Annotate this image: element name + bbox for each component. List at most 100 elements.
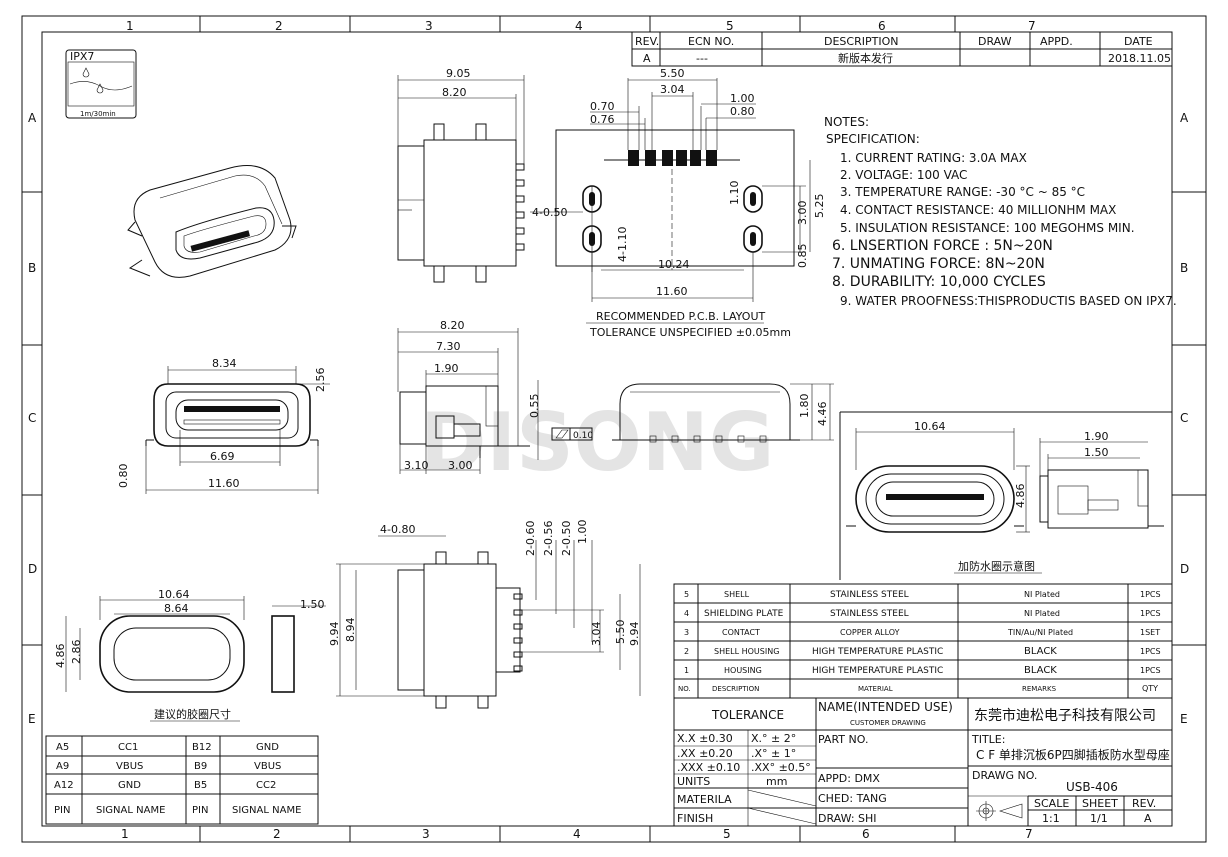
gasket-dim-2-86: 2.86	[70, 640, 83, 665]
units-value: mm	[766, 775, 787, 788]
front-view: 8.34 2.56 6.69 0.80 11.60	[117, 357, 330, 494]
bottom-dim-4-0-80: 4-0.80	[380, 523, 415, 536]
date-header: DATE	[1124, 35, 1153, 48]
seal-caption: 加防水圈示意图	[958, 559, 1035, 573]
dim-3-00: 3.00	[796, 201, 809, 226]
col-label: 7	[1028, 19, 1036, 33]
note-item: 8. DURABILITY: 10,000 CYCLES	[832, 274, 1046, 290]
tolerance-cell: .XX° ±0.5°	[751, 761, 811, 774]
rev-header: REV.	[635, 35, 659, 48]
dim-6-69: 6.69	[210, 450, 235, 463]
dim-1-80: 1.80	[798, 394, 811, 419]
bom-header: QTY	[1142, 684, 1158, 693]
bom-cell: HIGH TEMPERATURE PLASTIC	[812, 666, 943, 676]
pin-cell: GND	[118, 780, 141, 791]
pin-cell: A12	[54, 780, 74, 791]
frame-labels: 1 2 3 4 5 6 7 1 2 3 4 5 6 7 A B C D E A …	[28, 19, 1189, 841]
dim-5-50: 5.50	[660, 67, 685, 80]
pin-cell: VBUS	[116, 761, 143, 772]
col-label: 2	[273, 827, 281, 841]
rev-value: A	[1144, 812, 1152, 825]
dim-0-80: 0.80	[730, 105, 755, 118]
note-item: 6. LNSERTION FORCE : 5N~20N	[832, 238, 1053, 254]
bom-cell: TIN/Au/NI Plated	[1007, 628, 1073, 637]
gasket-caption: 建议的胶圈尺寸	[154, 707, 231, 721]
flatness-icon	[555, 429, 569, 439]
sheet-label: SHEET	[1082, 797, 1118, 810]
seal-dim-1-50: 1.50	[1084, 446, 1109, 459]
bom-cell: HIGH TEMPERATURE PLASTIC	[812, 647, 943, 657]
dim-4-46: 4.46	[816, 402, 829, 427]
part-no-label: PART NO.	[818, 733, 868, 746]
name-label: NAME(INTENDED USE)	[818, 700, 953, 714]
pin-cell: B12	[192, 742, 212, 753]
seal-view: 10.64 4.86 1.90 1.50 加防水圈示意图	[839, 411, 1172, 580]
bottom-dim-2-0-56: 2-0.56	[542, 521, 555, 556]
pcb-caption: RECOMMENDED P.C.B. LAYOUT	[596, 310, 765, 323]
bom-table: 5 SHELL STAINLESS STEEL NI Plated 1PCS 4…	[673, 583, 1173, 699]
dim-0-76: 0.76	[590, 113, 615, 126]
dim-0-70: 0.70	[590, 100, 615, 113]
col-label: 7	[1025, 827, 1033, 841]
note-item: 3. TEMPERATURE RANGE: -30 °C ~ 85 °C	[840, 185, 1085, 199]
bom-cell: 1SET	[1140, 628, 1160, 637]
col-label: 5	[723, 827, 731, 841]
col-label: 4	[573, 827, 581, 841]
customer-drawing: CUSTOMER DRAWING	[850, 719, 926, 727]
bottom-dim-2-0-50: 2-0.50	[560, 521, 573, 556]
draw-field: DRAW: SHI	[818, 812, 877, 825]
bom-header: NO.	[678, 685, 691, 693]
pin-cell: B9	[194, 761, 207, 772]
notes: NOTES: SPECIFICATION: 1. CURRENT RATING:…	[824, 115, 1177, 308]
bom-cell: STAINLESS STEEL	[830, 609, 909, 619]
dim-9-05: 9.05	[446, 67, 471, 80]
bottom-view: 4-0.80 2-0.60 2-0.56 2-0.50 1.00 9.94 8.…	[328, 520, 641, 709]
bom-header: DESCRIPTION	[712, 685, 759, 693]
pin-cell: PIN	[192, 805, 208, 816]
notes-spec: SPECIFICATION:	[826, 132, 920, 146]
bom-cell: BLACK	[1024, 665, 1057, 676]
bottom-dim-5-50: 5.50	[614, 620, 627, 645]
water-drop-icon	[96, 83, 104, 94]
dim-2-56: 2.56	[314, 368, 327, 393]
dim-1-90: 1.90	[434, 362, 459, 375]
gasket-dim-1-50: 1.50	[300, 598, 325, 611]
pcb-tolerance: TOLERANCE UNSPECIFIED ±0.05mm	[589, 326, 791, 339]
row-label: E	[28, 712, 36, 726]
dim-3-04: 3.04	[660, 83, 685, 96]
note-item: 2. VOLTAGE: 100 VAC	[840, 168, 967, 182]
bom-cell: HOUSING	[724, 666, 762, 675]
ched-field: CHED: TANG	[818, 792, 887, 805]
dim-11-60: 11.60	[656, 285, 688, 298]
note-item: 1. CURRENT RATING: 3.0A MAX	[840, 151, 1027, 165]
bom-cell: COPPER ALLOY	[840, 628, 900, 637]
title-value: C F 单排沉板6P四脚插板防水型母座	[976, 747, 1170, 762]
ecn-value: ---	[696, 52, 708, 65]
notes-title: NOTES:	[824, 115, 869, 129]
row-label: C	[1180, 411, 1188, 425]
note-item: 9. WATER PROOFNESS:THISPRODUCTIS BASED O…	[840, 294, 1177, 308]
ipx7-badge: IPX7 1m/30min	[65, 49, 137, 119]
dim-0-55: 0.55	[528, 394, 541, 419]
ecn-header: ECN NO.	[688, 35, 734, 48]
col-label: 1	[121, 827, 129, 841]
drawing-no-label: DRAWG NO.	[972, 769, 1037, 782]
note-item: 7. UNMATING FORCE: 8N~20N	[832, 256, 1045, 272]
tolerance-cell: X.° ± 2°	[751, 732, 796, 745]
pin-table: A5 CC1 B12 GND A9 VBUS B9 VBUS A12 GND B…	[45, 735, 319, 825]
sheet-value: 1/1	[1090, 812, 1108, 825]
materila-label: MATERILA	[677, 793, 732, 806]
appd-field: APPD: DMX	[818, 772, 880, 785]
title-block: TOLERANCE X.X ±0.30 X.° ± 2° .XX ±0.20 .…	[673, 697, 1173, 827]
description-value: 新版本发行	[838, 51, 893, 65]
company-name: 东莞市迪松电子科技有限公司	[974, 707, 1156, 724]
row-label: B	[28, 261, 36, 275]
dim-1-10: 1.10	[728, 181, 741, 206]
bottom-dim-9-94-right: 9.94	[628, 622, 641, 647]
row-label: A	[1180, 111, 1189, 125]
dim-4-1-10: 4-1.10	[616, 227, 629, 262]
bom-cell: CONTACT	[722, 628, 760, 637]
bottom-dim-1-00: 1.00	[576, 520, 589, 545]
top-view: 9.05 8.20	[397, 67, 525, 283]
